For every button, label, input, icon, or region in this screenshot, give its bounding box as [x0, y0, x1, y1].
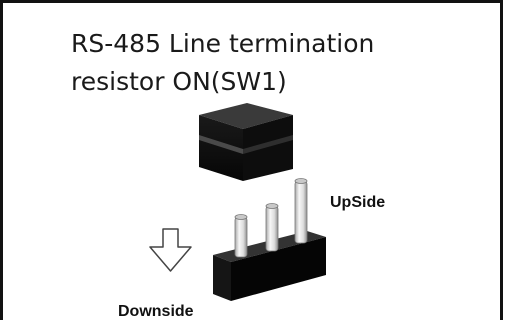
downside-label: Downside	[118, 303, 194, 320]
upside-label: UpSide	[330, 194, 386, 211]
jumper-cap	[199, 103, 293, 181]
diagram-title: RS-485 Line termination resistor ON(SW1)	[71, 25, 471, 101]
title-line-1: RS-485 Line termination	[71, 29, 375, 58]
header-pins	[234, 178, 308, 258]
down-arrow-icon	[149, 228, 192, 272]
jumper-illustration	[149, 103, 326, 301]
title-line-2: resistor ON(SW1)	[71, 67, 287, 96]
